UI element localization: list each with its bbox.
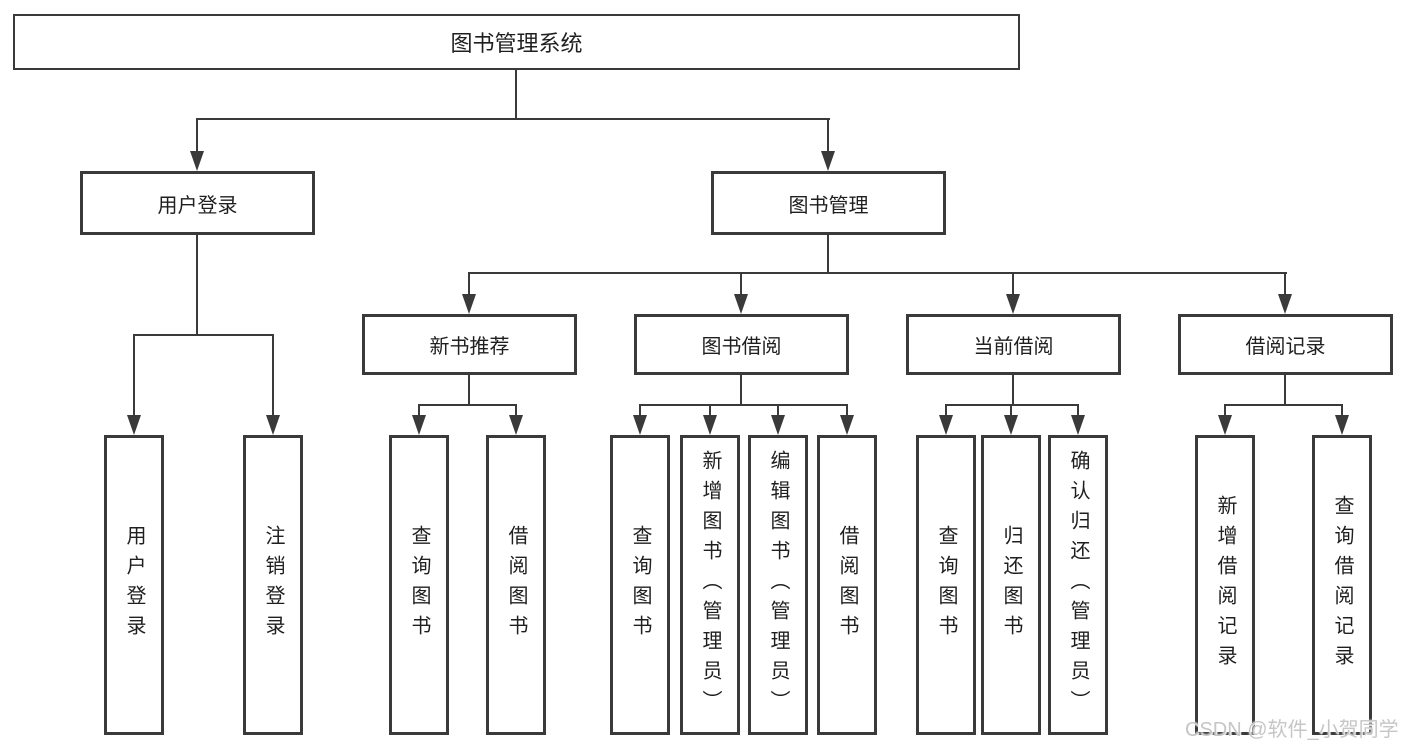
connector-drop-book-borrow [740, 272, 742, 297]
leaf-confirm-return-admin: 确认归还（管理员） [1048, 435, 1108, 735]
arrow-down-icon [1004, 415, 1018, 435]
leaf-edit-book-admin: 编辑图书（管理员） [748, 435, 808, 735]
arrow-down-icon [509, 415, 523, 435]
arrow-down-icon [127, 415, 141, 435]
connector-drop-leaf [1010, 404, 1012, 417]
node-new-book-recommend-label: 新书推荐 [429, 336, 510, 358]
arrow-down-icon [734, 294, 748, 314]
connector-drop-user-login [196, 118, 198, 153]
leaf-query-book-1-label: 查询图书 [408, 525, 430, 645]
leaf-logout: 注销登录 [243, 435, 303, 735]
leaf-borrow-book-2: 借阅图书 [817, 435, 877, 735]
leaf-return-book: 归还图书 [981, 435, 1041, 735]
connector-drop-leaf [272, 334, 274, 417]
connector-borrow-record-stem [1284, 375, 1286, 406]
connector-drop-leaf [133, 334, 135, 417]
connector-drop-leaf [777, 404, 779, 417]
arrow-down-icon [1006, 294, 1020, 314]
arrow-down-icon [462, 294, 476, 314]
leaf-query-book-3: 查询图书 [916, 435, 976, 735]
leaf-return-book-label: 归还图书 [1000, 525, 1022, 645]
node-current-borrow-label: 当前借阅 [973, 336, 1054, 358]
leaf-user-login-label: 用户登录 [123, 525, 145, 645]
node-library-system-label: 图书管理系统 [450, 31, 583, 56]
node-user-login-label: 用户登录 [157, 194, 238, 217]
connector-drop-leaf [846, 404, 848, 417]
connector-drop-leaf [945, 404, 947, 417]
arrow-down-icon [703, 415, 717, 435]
connector-drop-leaf [709, 404, 711, 417]
connector-drop-leaf [1224, 404, 1226, 417]
leaf-add-borrow-record: 新增借阅记录 [1195, 435, 1255, 735]
arrow-down-icon [840, 415, 854, 435]
arrow-down-icon [190, 151, 204, 171]
arrow-down-icon [821, 151, 835, 171]
connector-drop-leaf [639, 404, 641, 417]
leaf-borrow-book-1-label: 借阅图书 [505, 525, 527, 645]
leaf-add-borrow-record-label: 新增借阅记录 [1214, 495, 1236, 675]
connector-current-borrow-stem [1012, 375, 1014, 406]
leaf-query-book-2: 查询图书 [610, 435, 670, 735]
connector-drop-borrow-record [1284, 272, 1286, 297]
leaf-edit-book-admin-label: 编辑图书（管理员） [767, 450, 789, 720]
leaf-query-book-2-label: 查询图书 [629, 525, 651, 645]
node-new-book-recommend: 新书推荐 [362, 314, 577, 375]
connector-new-book-hbar [418, 404, 517, 406]
leaf-query-book-1: 查询图书 [389, 435, 449, 735]
arrow-down-icon [939, 415, 953, 435]
node-user-login: 用户登录 [80, 171, 315, 235]
leaf-borrow-book-1: 借阅图书 [486, 435, 546, 735]
connector-drop-book-management [827, 118, 829, 153]
connector-borrow-record-hbar [1224, 404, 1343, 406]
connector-book-borrow-stem [740, 375, 742, 406]
connector-drop-leaf [515, 404, 517, 417]
connector-book-borrow-hbar [639, 404, 848, 406]
node-borrow-records: 借阅记录 [1178, 314, 1393, 375]
node-current-borrow: 当前借阅 [906, 314, 1121, 375]
leaf-borrow-book-2-label: 借阅图书 [836, 525, 858, 645]
csdn-watermark: CSDN @软件_小贺同学 [1185, 719, 1399, 741]
leaf-query-borrow-record: 查询借阅记录 [1312, 435, 1372, 735]
arrow-down-icon [1071, 415, 1085, 435]
connector-drop-leaf [1341, 404, 1343, 417]
connector-book-management-stem [827, 235, 829, 274]
connector-current-borrow-hbar [945, 404, 1079, 406]
connector-user-login-hbar [133, 334, 274, 336]
connector-book-management-hbar [468, 272, 1287, 274]
connector-new-book-stem [468, 375, 470, 406]
arrow-down-icon [412, 415, 426, 435]
connector-drop-new-book [468, 272, 470, 297]
connector-drop-current-borrow [1012, 272, 1014, 297]
node-book-borrow: 图书借阅 [634, 314, 849, 375]
leaf-query-borrow-record-label: 查询借阅记录 [1331, 495, 1353, 675]
leaf-add-book-admin: 新增图书（管理员） [680, 435, 740, 735]
node-book-management: 图书管理 [711, 171, 946, 235]
connector-root-stem [515, 70, 517, 120]
arrow-down-icon [1335, 415, 1349, 435]
arrow-down-icon [771, 415, 785, 435]
leaf-logout-label: 注销登录 [262, 525, 284, 645]
arrow-down-icon [266, 415, 280, 435]
connector-drop-leaf [418, 404, 420, 417]
node-library-system: 图书管理系统 [13, 14, 1020, 70]
node-book-borrow-label: 图书借阅 [701, 336, 782, 358]
leaf-add-book-admin-label: 新增图书（管理员） [699, 450, 721, 720]
arrow-down-icon [633, 415, 647, 435]
connector-user-login-stem [196, 235, 198, 336]
leaf-user-login: 用户登录 [104, 435, 164, 735]
connector-root-hbar [196, 118, 830, 120]
node-borrow-records-label: 借阅记录 [1245, 336, 1326, 358]
arrow-down-icon [1278, 294, 1292, 314]
leaf-query-book-3-label: 查询图书 [935, 525, 957, 645]
node-book-management-label: 图书管理 [788, 194, 869, 217]
leaf-confirm-return-admin-label: 确认归还（管理员） [1067, 450, 1089, 720]
arrow-down-icon [1218, 415, 1232, 435]
connector-drop-leaf [1077, 404, 1079, 417]
